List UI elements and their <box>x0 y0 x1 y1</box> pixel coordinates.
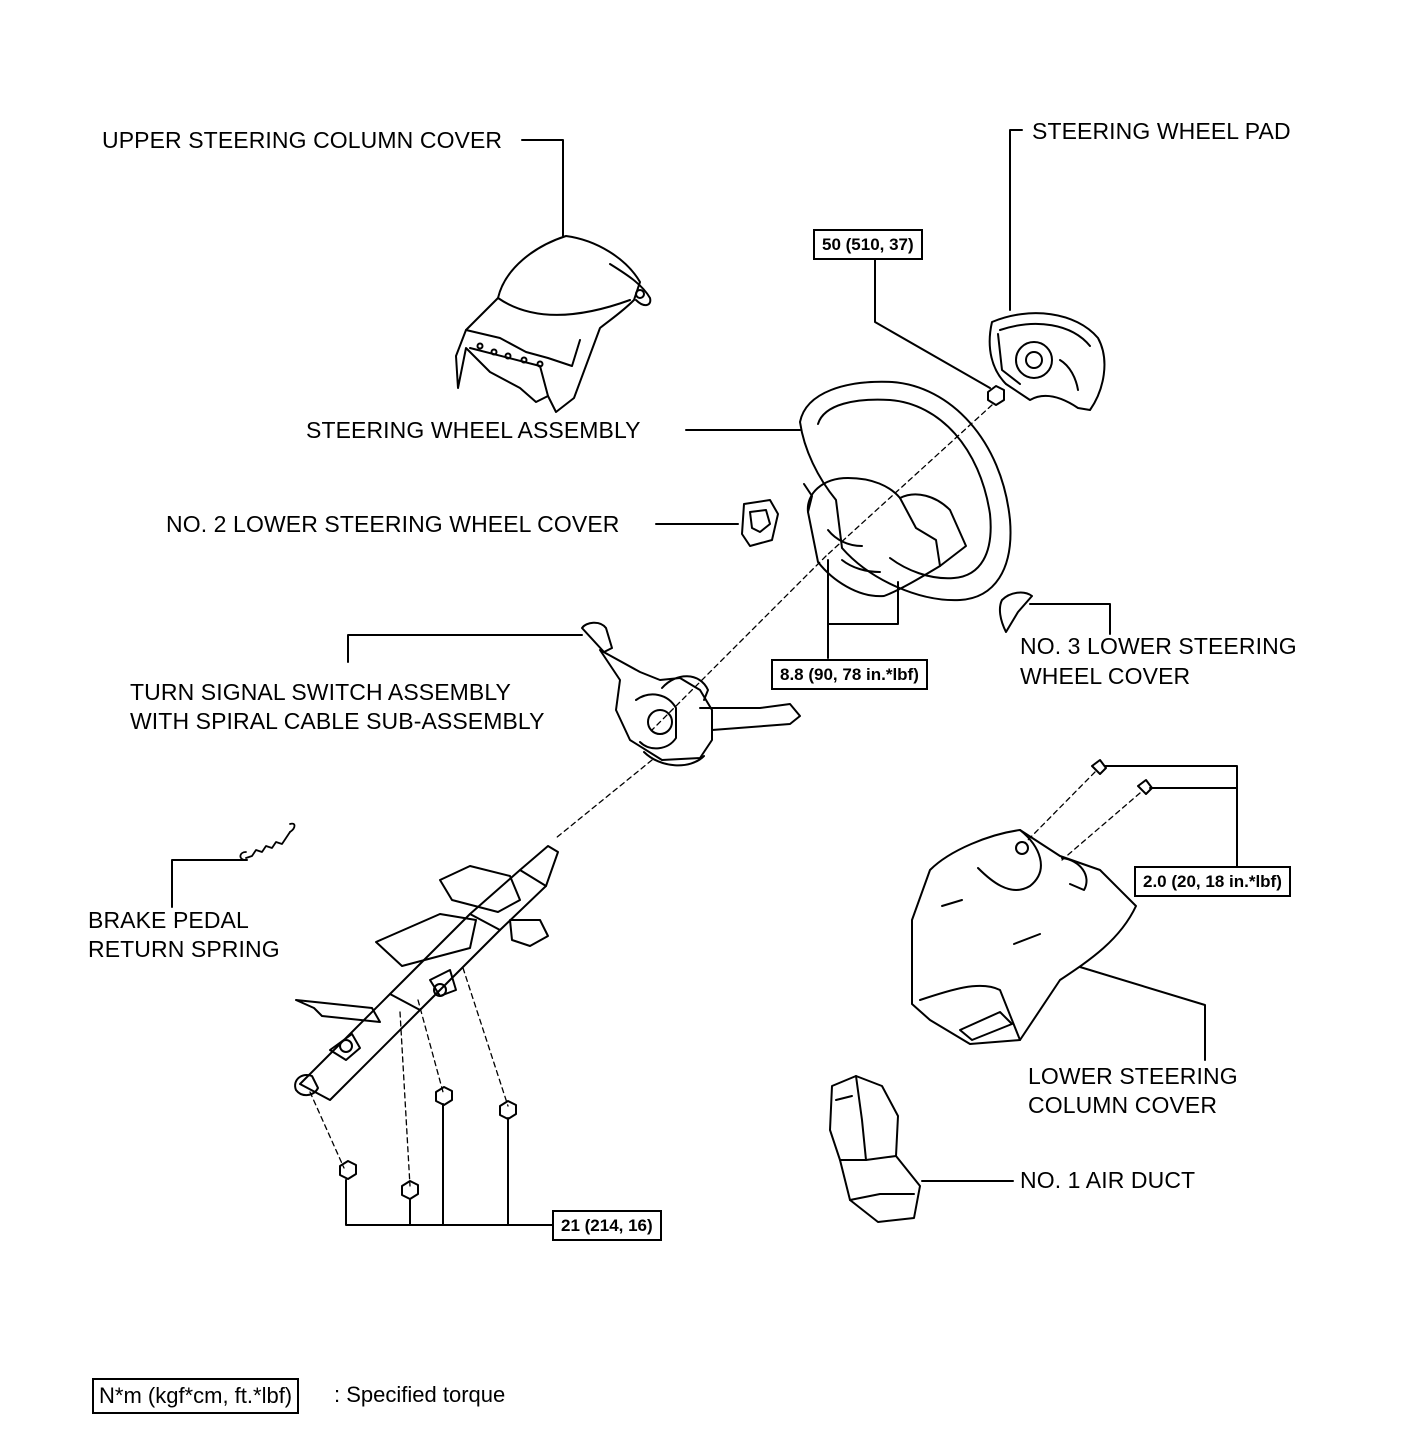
column-nuts-drawing <box>339 1086 517 1200</box>
upper-column-cover-drawing <box>455 235 652 413</box>
label-steering-wheel-assembly: STEERING WHEEL ASSEMBLY <box>306 417 641 443</box>
legend-description: : Specified torque <box>334 1382 506 1407</box>
leader-lines <box>171 129 1238 1226</box>
label-lower-column-cover-1: LOWER STEERING <box>1028 1063 1238 1089</box>
label-upper-column-cover: UPPER STEERING COLUMN COVER <box>102 127 503 153</box>
torque-wheel-nut: 50 (510, 37) <box>813 229 923 260</box>
label-no2-lower-cover: NO. 2 LOWER STEERING WHEEL COVER <box>166 511 620 537</box>
label-lower-column-cover-2: COLUMN COVER <box>1028 1092 1218 1118</box>
legend-unit-box: N*m (kgf*cm, ft.*lbf) <box>92 1378 300 1414</box>
wheel-nut-drawing <box>987 385 1005 406</box>
torque-cover-screws: 2.0 (20, 18 in.*lbf) <box>1134 866 1291 897</box>
label-no3-lower-cover-1: NO. 3 LOWER STEERING <box>1020 633 1297 659</box>
alignment-lines <box>309 404 1141 1187</box>
no3-lower-cover-drawing <box>998 591 1033 633</box>
steering-wheel-drawing <box>799 380 1012 602</box>
turn-signal-switch-drawing <box>581 621 801 767</box>
label-no1-air-duct: NO. 1 AIR DUCT <box>1020 1167 1196 1193</box>
air-duct-drawing <box>829 1075 921 1223</box>
label-brake-spring-1: BRAKE PEDAL <box>88 907 249 933</box>
steering-column-drawing <box>294 845 559 1101</box>
cover-screws-drawing <box>1091 759 1153 795</box>
label-brake-spring-2: RETURN SPRING <box>88 936 280 962</box>
label-turn-signal-2: WITH SPIRAL CABLE SUB-ASSEMBLY <box>130 708 545 734</box>
label-no3-lower-cover-2: WHEEL COVER <box>1020 663 1191 689</box>
steering-wheel-pad-drawing <box>988 312 1106 411</box>
no2-lower-cover-drawing <box>741 499 779 547</box>
label-steering-wheel-pad: STEERING WHEEL PAD <box>1032 118 1291 144</box>
torque-pad-screws: 8.8 (90, 78 in.*lbf) <box>771 659 928 690</box>
brake-spring-drawing <box>239 822 296 861</box>
label-turn-signal-1: TURN SIGNAL SWITCH ASSEMBLY <box>130 679 511 705</box>
torque-column-nuts: 21 (214, 16) <box>552 1210 662 1241</box>
lower-column-cover-drawing <box>911 829 1137 1045</box>
